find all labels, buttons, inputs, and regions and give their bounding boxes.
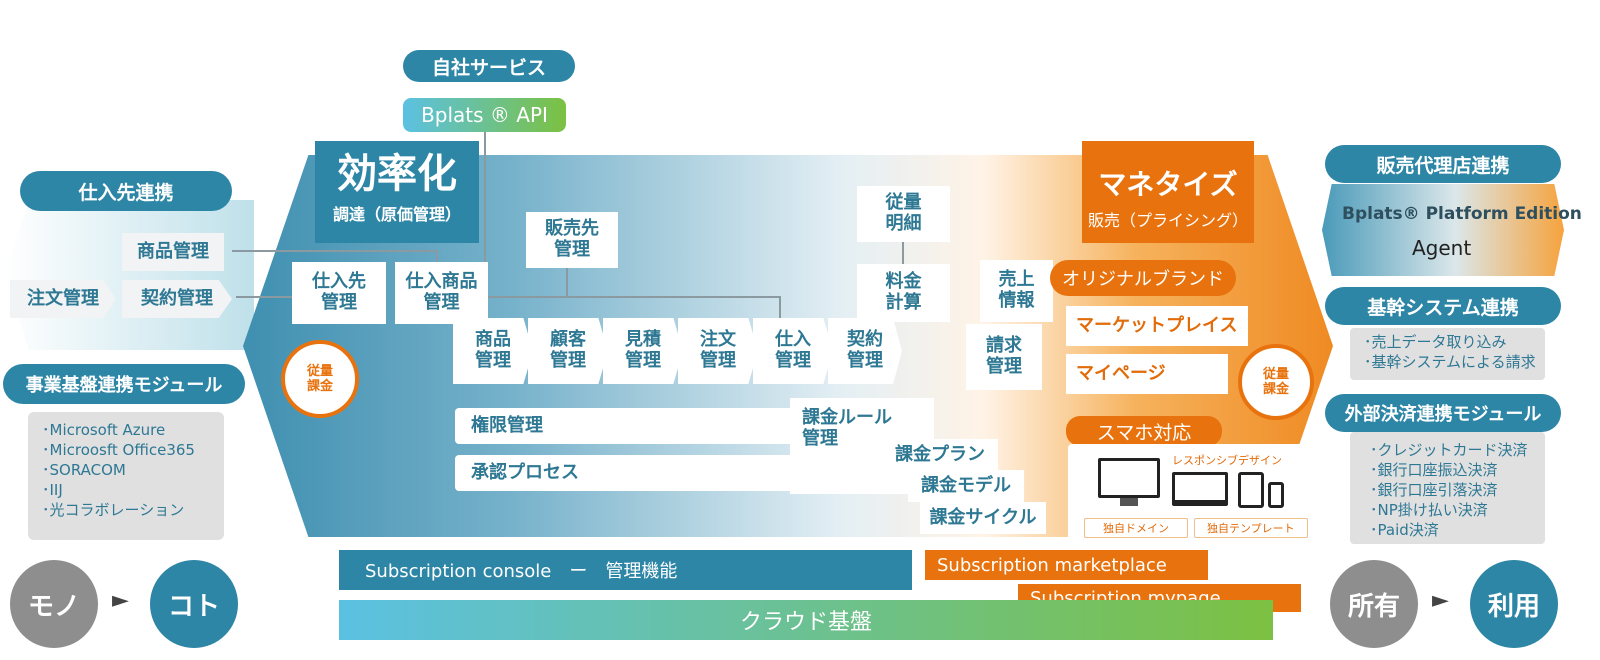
desktop-monitor-icon: [1098, 458, 1160, 498]
connector-customer: [566, 268, 568, 296]
payment-item: ･NP掛け払い決済: [1370, 501, 1488, 519]
connector-main: [488, 296, 780, 298]
module-item: ･Microsoft Azure: [42, 421, 166, 439]
usage-detail-box: 従量 明細: [857, 186, 950, 242]
connector-main-down: [779, 296, 781, 318]
connector-contract: [236, 296, 292, 298]
module-title: 事業基盤連携モジュール: [3, 364, 245, 404]
efficiency-box: 効率化 調達（原価管理）: [315, 141, 479, 243]
mypage-box: マイページ: [1066, 354, 1228, 394]
api-label: Bplats ® API: [403, 98, 566, 132]
fee-calc-box: 料金 計算: [857, 264, 950, 322]
original-brand-label: オリジナルブランド: [1050, 260, 1236, 296]
agent-label: Agent: [1412, 236, 1472, 260]
payment-module-label: 外部決済連携モジュール: [1325, 394, 1561, 432]
cloud-bar: クラウド基盤: [339, 600, 1273, 640]
approval-process-bar: 承認プロセス: [455, 455, 797, 491]
connector-product-down: [436, 250, 438, 264]
payment-item: ･銀行口座振込決済: [1370, 461, 1498, 479]
payment-item: ･クレジットカード決済: [1370, 441, 1528, 459]
module-item: ･IIJ: [42, 481, 63, 499]
payment-list: ･クレジットカード決済 ･銀行口座振込決済 ･銀行口座引落決済 ･NP掛け払い決…: [1350, 432, 1545, 544]
api-connector-line: [484, 132, 486, 262]
flow-customer: 顧客 管理: [528, 318, 608, 384]
own-service-label: 自社サービス: [403, 50, 575, 82]
supplier-product-mgmt-box: 仕入商品 管理: [395, 262, 488, 324]
usage-billing-cycle-icon-left: 従量 課金: [281, 340, 359, 418]
efficiency-title: 効率化: [337, 151, 457, 197]
core-item: ･基幹システムによる請求: [1364, 353, 1536, 371]
billing-plan-box: 課金プラン: [882, 439, 998, 471]
smartphone-label: スマホ対応: [1066, 416, 1222, 446]
connector-product: [232, 250, 438, 252]
own-use-arrow: ►: [1432, 588, 1449, 613]
use-circle: 利用: [1470, 560, 1558, 648]
console-label: Subscription console ー 管理機能: [365, 561, 678, 582]
tablet-icon: [1238, 472, 1264, 508]
permission-mgmt-bar: 権限管理: [455, 408, 797, 444]
core-item: ･売上データ取り込み: [1364, 333, 1507, 351]
billing-model-box: 課金モデル: [908, 470, 1024, 502]
flow-contract: 契約 管理: [828, 318, 902, 384]
product-mgmt-box: 商品管理: [122, 233, 224, 271]
own-template-tag: 独自テンプレート: [1194, 518, 1308, 538]
mono-circle: モノ: [10, 560, 98, 648]
marketplace-bar-label: Subscription marketplace: [937, 554, 1167, 576]
order-mgmt-box: 注文管理: [10, 280, 116, 318]
supplier-link-label: 仕入先連携: [20, 171, 232, 211]
console-bar: Subscription console ー 管理機能: [339, 550, 912, 590]
sales-info-box: 売上 情報: [980, 260, 1053, 322]
own-circle: 所有: [1330, 560, 1418, 648]
laptop-icon: [1172, 472, 1228, 506]
usage-billing-left-label: 従量 課金: [306, 364, 333, 394]
billing-cycle-box: 課金サイクル: [920, 502, 1046, 534]
agency-link-label: 販売代理店連携: [1325, 145, 1561, 183]
koto-circle: コト: [150, 560, 238, 648]
agent-hexagon-bg: [1322, 184, 1564, 276]
mono-koto-arrow: ►: [112, 588, 129, 613]
cloud-bar-label: クラウド基盤: [739, 610, 872, 635]
monetize-box: マネタイズ 販売（プライシング）: [1082, 141, 1254, 243]
contract-mgmt-box: 契約管理: [122, 280, 232, 318]
core-link-label: 基幹システム連携: [1325, 287, 1561, 325]
marketplace-box: マーケットプレイス: [1066, 306, 1248, 346]
usage-billing-cycle-icon-right: 従量 課金: [1238, 344, 1314, 420]
desktop-stand-icon: [1120, 498, 1138, 506]
payment-item: ･銀行口座引落決済: [1370, 481, 1498, 499]
usage-connector: [902, 242, 904, 264]
own-domain-tag: 独自ドメイン: [1084, 518, 1188, 538]
left-hexagon-bg: [4, 200, 254, 350]
module-list: ･Microsoft Azure ･Microosft Office365 ･S…: [28, 412, 224, 540]
platform-edition-label: Bplats® Platform Edition: [1342, 204, 1582, 224]
flow-order: 注文 管理: [678, 318, 758, 384]
flow-purchase: 仕入 管理: [753, 318, 833, 384]
module-item: ･SORACOM: [42, 461, 126, 479]
module-item: ･光コラボレーション: [42, 501, 185, 519]
usage-billing-right-label: 従量 課金: [1262, 367, 1289, 397]
responsive-label: レスポンシブデザイン: [1172, 454, 1282, 467]
module-item: ･Microosft Office365: [42, 441, 195, 459]
responsive-panel: レスポンシブデザイン 独自ドメイン 独自テンプレート: [1068, 444, 1308, 540]
monetize-title: マネタイズ: [1098, 168, 1238, 201]
efficiency-subtitle: 調達（原価管理）: [332, 205, 461, 224]
marketplace-bar: Subscription marketplace: [925, 550, 1208, 580]
core-list: ･売上データ取り込み ･基幹システムによる請求: [1350, 328, 1545, 380]
flow-product: 商品 管理: [453, 318, 533, 384]
phone-icon: [1268, 482, 1284, 508]
payment-item: ･Paid決済: [1370, 521, 1439, 539]
supplier-mgmt-box: 仕入先 管理: [292, 262, 386, 324]
flow-estimate: 見積 管理: [603, 318, 683, 384]
monetize-subtitle: 販売（プライシング）: [1087, 211, 1248, 230]
billing-mgmt-box: 請求 管理: [966, 324, 1042, 390]
customer-mgmt-top-box: 販売先 管理: [526, 212, 618, 268]
